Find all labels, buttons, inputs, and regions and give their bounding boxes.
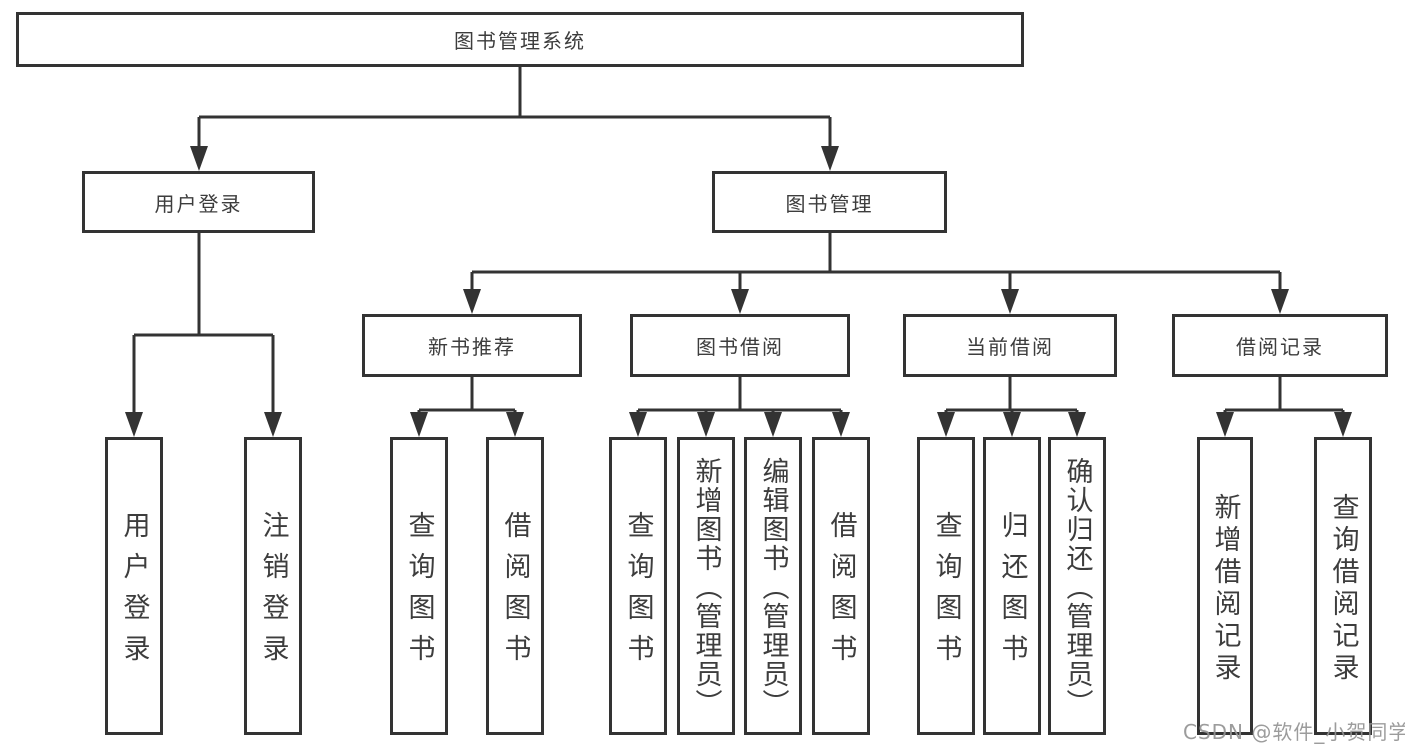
arrowhead-icon: [125, 412, 143, 437]
arrowhead-icon: [463, 289, 481, 314]
arrowhead-icon: [1001, 289, 1019, 314]
leaf-borrow-books-2: 借阅图书: [812, 437, 870, 735]
arrowhead-icon: [832, 412, 850, 437]
node-label: 借阅记录: [1236, 335, 1324, 359]
node-label: 图书管理: [785, 191, 874, 216]
leaf-borrow-books-1: 借阅图书: [486, 437, 544, 735]
node-book-borrowing: 图书借阅: [630, 314, 850, 377]
node-label: 编辑图书（管理员）: [757, 456, 789, 718]
watermark: CSDN @软件_小贺同学: [1183, 720, 1405, 744]
node-label: 新书推荐: [428, 335, 516, 359]
arrowhead-icon: [731, 289, 749, 314]
leaf-query-books-3: 查询图书: [917, 437, 975, 735]
node-label: 用户登录: [154, 191, 243, 216]
node-label: 用户登录: [118, 511, 150, 675]
arrowhead-icon: [937, 412, 955, 437]
node-label: 新增图书（管理员）: [690, 456, 722, 718]
node-label: 注销登录: [257, 511, 289, 675]
node-label: 查询图书: [622, 511, 654, 675]
node-label: 新增借阅记录: [1209, 492, 1241, 685]
arrowhead-icon: [506, 412, 524, 437]
node-new-book-recommendation: 新书推荐: [362, 314, 582, 377]
leaf-query-borrow-record: 查询借阅记录: [1314, 437, 1372, 735]
leaf-query-books-1: 查询图书: [390, 437, 448, 735]
node-label: 图书借阅: [696, 335, 784, 359]
node-label: 查询借阅记录: [1327, 492, 1359, 685]
arrowhead-icon: [410, 412, 428, 437]
leaf-edit-book-admin: 编辑图书（管理员）: [744, 437, 802, 735]
leaf-query-books-2: 查询图书: [609, 437, 667, 735]
arrowhead-icon: [1334, 412, 1352, 437]
node-label: 归还图书: [996, 511, 1028, 675]
arrowhead-icon: [1216, 412, 1234, 437]
arrowhead-icon: [629, 412, 647, 437]
leaf-logout: 注销登录: [244, 437, 302, 735]
node-label: 借阅图书: [499, 511, 531, 675]
node-label: 确认归还（管理员）: [1061, 456, 1093, 718]
leaf-confirm-return-admin: 确认归还（管理员）: [1048, 437, 1106, 735]
node-user-login: 用户登录: [82, 171, 315, 233]
arrowhead-icon: [1271, 289, 1289, 314]
node-borrowing-records: 借阅记录: [1172, 314, 1388, 377]
node-book-management: 图书管理: [712, 171, 947, 233]
leaf-add-borrow-record: 新增借阅记录: [1197, 437, 1253, 735]
arrowhead-icon: [697, 412, 715, 437]
node-library-management-system: 图书管理系统: [16, 12, 1024, 67]
node-label: 图书管理系统: [454, 29, 586, 53]
arrowhead-icon: [821, 146, 839, 171]
arrowhead-icon: [764, 412, 782, 437]
arrowhead-icon: [264, 412, 282, 437]
leaf-return-book: 归还图书: [983, 437, 1041, 735]
node-label: 查询图书: [930, 511, 962, 675]
arrowheads: [125, 146, 1352, 437]
arrowhead-icon: [190, 146, 208, 171]
node-label: 借阅图书: [825, 511, 857, 675]
leaf-user-login: 用户登录: [105, 437, 163, 735]
node-label: 当前借阅: [966, 335, 1054, 359]
node-current-borrowing: 当前借阅: [903, 314, 1117, 377]
node-label: 查询图书: [403, 511, 435, 675]
arrowhead-icon: [1068, 412, 1086, 437]
arrowhead-icon: [1003, 412, 1021, 437]
leaf-add-book-admin: 新增图书（管理员）: [677, 437, 735, 735]
